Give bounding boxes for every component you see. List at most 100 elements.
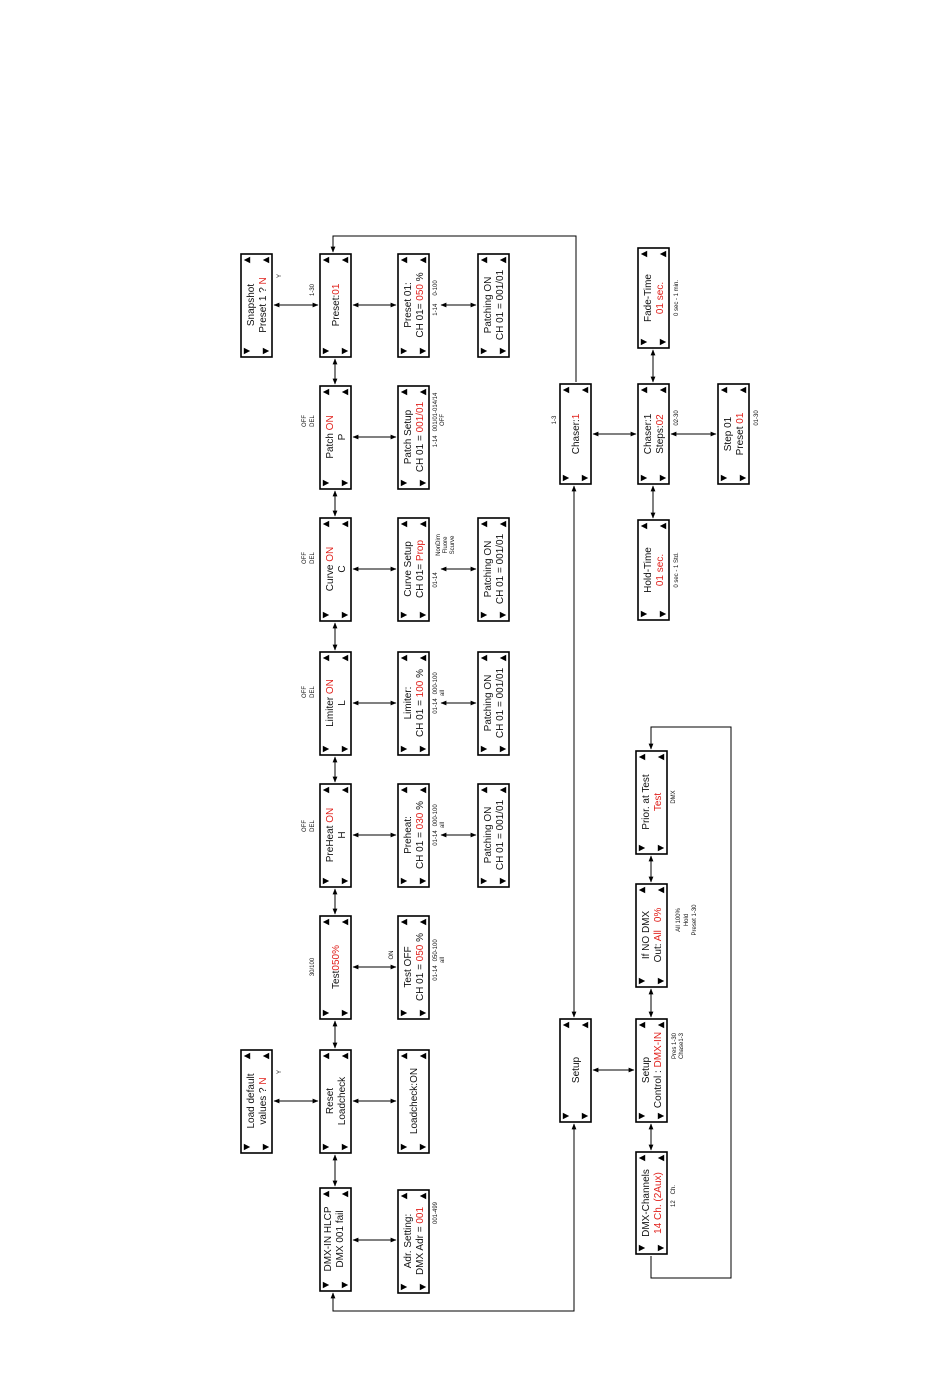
right-triangle-icon (322, 479, 330, 487)
svg-text:01-14000-100: 01-14000-100 (433, 804, 439, 846)
svg-text:CH 01= 050 %: CH 01= 050 % (415, 272, 426, 337)
dmx-channels-opt1: 12 (671, 1200, 677, 1207)
test-setup-display[interactable]: Test OFF CH 01 = 050 % ON 01-14050-100 a… (389, 915, 446, 1020)
patching-display-preheat[interactable]: Patching ON CH 01 = 001/01 (477, 783, 510, 888)
loadcheck-display[interactable]: Loadcheck:ON (397, 1049, 430, 1154)
curve-display[interactable]: Curve ON C OFF DEL (302, 517, 352, 622)
patch-display[interactable]: Patch ON P OFF DEL (302, 385, 352, 490)
right-triangle-icon (400, 877, 408, 885)
dmx-channels-display[interactable]: DMX-Channels 14 Ch. (2Aux) 12Ch. (635, 1151, 677, 1255)
test-setup-range-c: all (440, 957, 446, 963)
snapshot-display[interactable]: Snapshot Preset 1 ? N Y (240, 253, 283, 358)
prior-test-opt1: DMX (671, 790, 677, 803)
curve-setup-value: Prop (415, 540, 426, 562)
test-display[interactable]: Test050% 30/100 (310, 915, 352, 1020)
left-triangle-icon (419, 520, 427, 528)
preheat-setup-range-c: all (440, 822, 446, 828)
left-triangle-icon (243, 256, 251, 264)
load-default-line1: Load default (246, 1073, 257, 1128)
fade-time-value: 01 sec. (655, 282, 666, 314)
curve-setup-display[interactable]: Curve Setup CH 01= Prop 01-14 NonDim Flu… (397, 517, 456, 622)
reset-display[interactable]: Reset Loadcheck (319, 1049, 352, 1154)
left-triangle-icon (638, 886, 646, 894)
dmx-in-display[interactable]: DMX-IN HLCP DMX 001 fail (319, 1187, 352, 1292)
right-triangle-icon (243, 347, 251, 355)
patching-display-curve[interactable]: Patching ON CH 01 = 001/01 (477, 517, 510, 622)
right-triangle-icon (419, 1283, 427, 1291)
limiter-sub: L (337, 700, 348, 706)
right-triangle-icon (739, 474, 747, 482)
dmx-channels-line1: DMX-Channels (641, 1169, 652, 1237)
preheat-display[interactable]: PreHeat ON H OFF DEL (302, 783, 352, 888)
right-triangle-icon (400, 479, 408, 487)
left-triangle-icon (499, 520, 507, 528)
limiter-setup-unit: % (415, 669, 426, 681)
no-dmx-opt2: Hold (684, 914, 690, 926)
left-triangle-icon (480, 520, 488, 528)
chaser-display[interactable]: Chaser:1 1-3 (552, 383, 592, 485)
snapshot-line1: Snapshot (246, 284, 257, 326)
patch-sub: P (337, 433, 348, 440)
left-triangle-icon (581, 386, 589, 394)
step-display[interactable]: Step 01 Preset 01 01-30 (717, 383, 760, 485)
right-triangle-icon (419, 611, 427, 619)
svg-text:01-14000-100: 01-14000-100 (433, 672, 439, 714)
right-triangle-icon (341, 479, 349, 487)
fade-time-display[interactable]: Fade-Time 01 sec. 0 sec - 1 min. (637, 247, 680, 349)
test-setup-on: ON (389, 951, 395, 960)
right-triangle-icon (419, 479, 427, 487)
test-setup-range-b: 050-100 (433, 939, 439, 962)
preheat-opt-off: OFF (302, 820, 308, 832)
svg-text:Preset 1 ? N: Preset 1 ? N (258, 277, 269, 333)
left-triangle-icon (341, 654, 349, 662)
limiter-display[interactable]: Limiter ON L OFF DEL (302, 651, 352, 756)
no-dmx-display[interactable]: If NO DMX Out: All0% All 100% Hold Prese… (635, 883, 698, 988)
load-default-display[interactable]: Load default values ? N Y (240, 1049, 283, 1154)
left-triangle-icon (400, 256, 408, 264)
curve-setup-opt3: Scurve (450, 535, 456, 554)
preheat-setup-display[interactable]: Preheat: CH 01 = 030 % 01-14000-100 all (397, 783, 446, 888)
hold-time-value: 01 sec. (655, 554, 666, 586)
left-triangle-icon (640, 250, 648, 258)
reset-line2: Loadcheck (337, 1076, 348, 1125)
left-triangle-icon (659, 250, 667, 258)
left-triangle-icon (657, 753, 665, 761)
prior-test-value: Test (653, 793, 664, 812)
setup-control-display[interactable]: Setup Control : DMX-IN Pres 1-30 Chase1-… (635, 1018, 685, 1123)
svg-text:Patch ON: Patch ON (325, 415, 336, 458)
adr-setting-display[interactable]: Adr. Setting: DMX Adr = 001 001-499 (397, 1189, 439, 1294)
right-triangle-icon (419, 1009, 427, 1017)
left-triangle-icon (638, 1021, 646, 1029)
limiter-setup-display[interactable]: Limiter: CH 01 = 100 % 01-14000-100 all (397, 651, 446, 756)
patch-opt-off: OFF (302, 415, 308, 427)
setup-display[interactable]: Setup (559, 1018, 592, 1123)
preset-setup-range-a: 1-14 (433, 303, 439, 316)
left-triangle-icon (341, 388, 349, 396)
limiter-setup-range-a: 01-14 (433, 698, 439, 714)
left-triangle-icon (322, 786, 330, 794)
right-triangle-icon (657, 1244, 665, 1252)
right-triangle-icon (638, 1112, 646, 1120)
patching-display-preset[interactable]: Patching ON CH 01 = 001/01 (477, 253, 510, 358)
patch-setup-line1: Patch Setup (403, 409, 414, 464)
adr-setting-range: 001-499 (433, 1201, 439, 1224)
left-triangle-icon (638, 753, 646, 761)
hold-time-display[interactable]: Hold-Time 01 sec. 0 sec - 1 Std. (637, 519, 680, 621)
chaser-steps-display[interactable]: Chaser:1 Steps:02 02-30 (637, 383, 680, 485)
right-triangle-icon (262, 347, 270, 355)
dmx-in-line2: DMX 001 fail (335, 1210, 346, 1267)
prior-test-display[interactable]: Prior. at Test Test DMX (635, 750, 677, 855)
preset-display[interactable]: Preset:01 1-30 (310, 253, 352, 358)
chaser-prefix: Chaser: (571, 419, 582, 454)
preset-value: 01 (331, 283, 342, 295)
left-triangle-icon (659, 386, 667, 394)
right-triangle-icon (341, 611, 349, 619)
preset-setup-display[interactable]: Preset 01: CH 01= 050 % 1-140-100 (397, 253, 439, 358)
svg-text:Preset:01: Preset:01 (331, 283, 342, 326)
limiter-value: ON (325, 679, 336, 694)
setup-control-line1: Setup (641, 1056, 652, 1083)
right-triangle-icon (657, 1112, 665, 1120)
patch-setup-display[interactable]: Patch Setup CH 01 = 001/01 1-14001/01-01… (397, 385, 446, 490)
patching-display-limiter[interactable]: Patching ON CH 01 = 001/01 (477, 651, 510, 756)
right-triangle-icon (581, 474, 589, 482)
